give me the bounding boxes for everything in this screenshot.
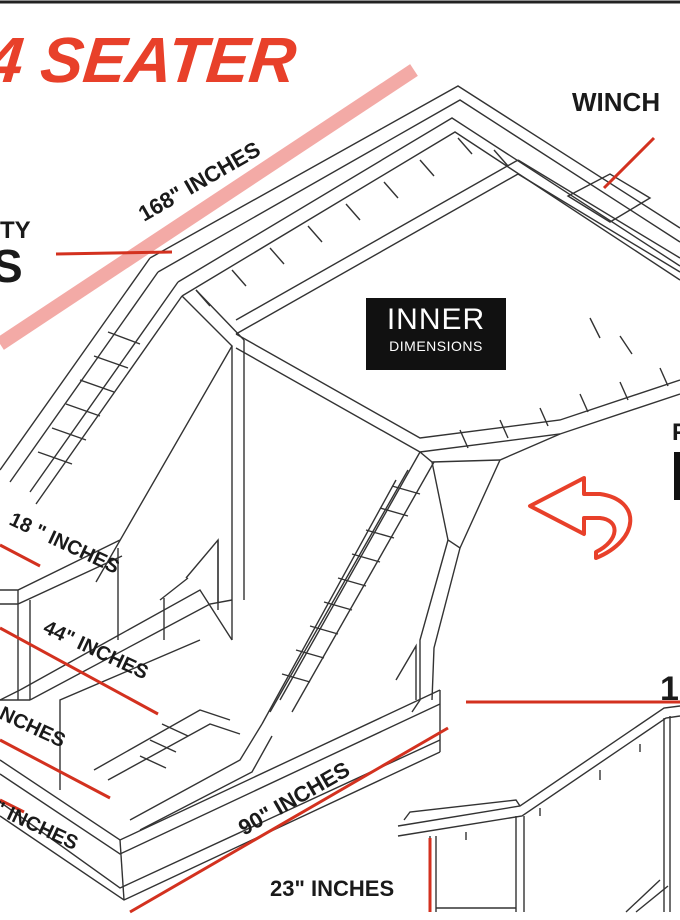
cut-label-top: TY	[0, 217, 31, 244]
cut-block-right	[674, 452, 680, 500]
badge-line-2: DIMENSIONS	[389, 338, 483, 354]
winch-pointer-line	[602, 136, 656, 190]
trailer-frame	[0, 85, 680, 913]
width-label: 90" INCHES	[234, 757, 354, 841]
cut-label-right-mid: F	[672, 419, 680, 446]
curved-arrow-icon	[528, 476, 633, 560]
left-pointer-line	[55, 250, 173, 256]
cut-label-big: S	[0, 240, 23, 292]
page-title: 4 SEATER	[0, 24, 300, 96]
dim-line-44	[0, 626, 159, 716]
dim-line-partial-bottom	[0, 798, 25, 814]
height-label: 23" INCHES	[270, 876, 394, 901]
cut-label-right-low: 1	[660, 670, 679, 708]
badge-line-1: INNER	[386, 303, 486, 336]
dim-line-90	[129, 726, 449, 914]
dim-line-18	[0, 543, 41, 568]
length-dimension-line	[0, 64, 418, 350]
inner-dimensions-badge: INNER DIMENSIONS	[366, 298, 506, 370]
dim-line-partial	[0, 738, 111, 800]
winch-label: WINCH	[572, 87, 660, 117]
